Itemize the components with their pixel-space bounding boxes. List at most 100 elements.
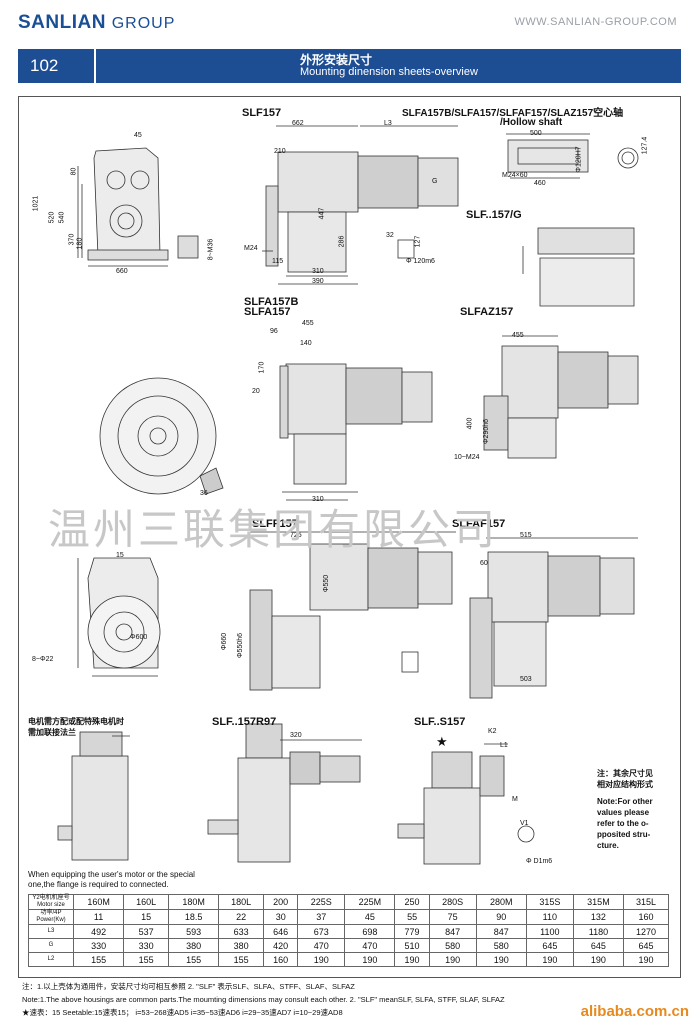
- table-cell: 190: [572, 952, 625, 967]
- table-cell: 580: [428, 938, 477, 953]
- table-cell: 155: [123, 952, 170, 967]
- table-cell: 315L: [623, 894, 669, 910]
- dim-m24x60: M24×60: [502, 172, 528, 179]
- watermark: 温州三联集团有限公司: [48, 505, 499, 554]
- dim-550: Φ550: [323, 574, 331, 593]
- label-slff157: SLFF157: [252, 518, 298, 530]
- note-line: cture.: [597, 841, 619, 850]
- table-cell: 492: [72, 924, 125, 939]
- table-cell: 315S: [525, 894, 574, 910]
- footer-notes: 注：1.以上壳体为通用件，安装尺寸均可相互参照 2. "SLF" 表示SLF、S…: [22, 980, 505, 1019]
- hollow-shaft-view: [506, 133, 639, 179]
- table-cell: 155: [168, 952, 220, 967]
- table-cell: 420: [263, 938, 299, 953]
- dim-60: 60: [480, 560, 488, 567]
- table-cell: 847: [428, 924, 477, 939]
- table-cell: 1100: [525, 924, 574, 939]
- brand-name: SANLIAN: [18, 12, 106, 33]
- table-cell: 155: [218, 952, 265, 967]
- dim-45: 45: [134, 132, 142, 139]
- equip-note-line: When equipping the user's motor or the s…: [28, 870, 195, 879]
- table-cell: 190: [525, 952, 574, 967]
- site-url[interactable]: WWW.SANLIAN-GROUP.COM: [514, 16, 677, 28]
- label-slf-g: SLF..157/G: [466, 209, 522, 221]
- table-cell: 330: [72, 938, 125, 953]
- dim-286: 286: [338, 235, 346, 248]
- table-row-header: Y2电机机座号 Motor size: [28, 894, 74, 910]
- slff157-front-view: [77, 557, 161, 677]
- slfa157-side-view: [279, 363, 433, 501]
- dim-k2: K2: [488, 728, 497, 735]
- header-divider: [94, 49, 96, 83]
- dim-600: Φ600: [130, 634, 148, 641]
- table-cell: 673: [297, 924, 346, 939]
- dim-m24: M24: [244, 245, 258, 252]
- dim-662: 662: [292, 120, 304, 127]
- note-line: values please: [597, 808, 650, 817]
- note-line: 注：其余尺寸见: [597, 769, 653, 778]
- dim-447: 447: [318, 207, 326, 220]
- dim-390: 390: [312, 278, 324, 285]
- table-cell: 190: [428, 952, 477, 967]
- table-cell: 470: [344, 938, 396, 953]
- label-slfaf157: SLFAF157: [452, 518, 506, 530]
- page-title-en: Mounting dinension sheets-overview: [300, 66, 478, 78]
- star-icon: ★: [436, 734, 448, 749]
- dim-460: 460: [534, 180, 546, 187]
- dim-370: 370: [68, 233, 76, 246]
- dim-m: M: [512, 796, 518, 803]
- slff157-side-view: [249, 531, 456, 691]
- note-line: 相对应结构形式: [597, 780, 653, 789]
- slfs157-view: [397, 743, 535, 865]
- table-cell: 470: [297, 938, 346, 953]
- table-cell: 190: [623, 952, 669, 967]
- slfaz157-view: [483, 335, 639, 459]
- table-cell: 45: [344, 909, 396, 925]
- table-cell: 15: [123, 909, 170, 925]
- table-cell: 75: [428, 909, 477, 925]
- table-cell: 646: [263, 924, 299, 939]
- table-cell: 190: [394, 952, 430, 967]
- footer-note-line: 注：1.以上壳体为通用件，安装尺寸均可相互参照 2. "SLF" 表示SLF、S…: [22, 982, 355, 991]
- table-row-header: L3: [28, 924, 74, 939]
- table-cell: 225M: [344, 894, 396, 910]
- dim-127-4: 127.4: [641, 136, 649, 155]
- table-row-header: L2: [28, 952, 74, 967]
- table-cell: 633: [218, 924, 265, 939]
- table-cell: 280S: [428, 894, 477, 910]
- alibaba-watermark: alibaba.com.cn: [580, 1003, 689, 1020]
- table-cell: 180L: [218, 894, 265, 910]
- dim-36: 36: [200, 490, 208, 497]
- dim-310: 310: [312, 268, 324, 275]
- table-cell: 250: [394, 894, 430, 910]
- label-slfaz157: SLFAZ157: [460, 306, 514, 318]
- dim-1021: 1021: [32, 195, 40, 212]
- dim-10m24: 10~M24: [454, 454, 480, 461]
- dim-96: 96: [270, 328, 278, 335]
- dim-80: 80: [70, 167, 78, 176]
- table-cell: 280M: [475, 894, 527, 910]
- table-row-header: G: [28, 938, 74, 953]
- slf-motor-flange-view: [57, 731, 130, 861]
- dim-320: 320: [290, 732, 302, 739]
- dim-l3: L3: [384, 120, 392, 127]
- table-row-header: 功率/4P Power(Kw): [28, 909, 74, 925]
- slf157-side-view: [262, 125, 459, 285]
- label-hollow-shaft: SLFA157B/SLFA157/SLFAF157/SLAZ157空心轴: [402, 108, 624, 119]
- table-cell: 1270: [623, 924, 669, 939]
- dim-20: 20: [252, 388, 260, 395]
- dim-660: 660: [116, 268, 128, 275]
- dim-503: 503: [520, 676, 532, 683]
- table-cell: 160L: [123, 894, 170, 910]
- label-slfa157b: SLFA157B: [244, 296, 299, 308]
- label-slf157: SLF157: [242, 107, 282, 119]
- table-cell: 22: [218, 909, 265, 925]
- caption-line: 需加联接法兰: [28, 728, 76, 737]
- table-cell: 537: [123, 924, 170, 939]
- footer-note-line: Note:1.The above housings are common par…: [22, 995, 505, 1004]
- caption-line: 电机需方配或配特殊电机时: [28, 717, 124, 726]
